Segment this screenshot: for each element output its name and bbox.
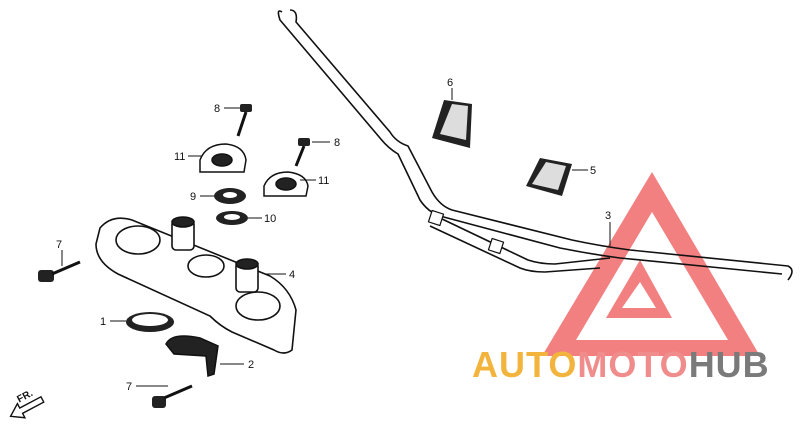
front-direction-arrow: FR. [9, 388, 45, 419]
watermark-part-auto: AUTO [472, 344, 577, 385]
bolt-8-left [236, 104, 252, 137]
callout-8-right: 8 [334, 137, 340, 149]
callout-1: 1 [100, 316, 106, 328]
handlebar [277, 9, 793, 281]
callout-7-upper: 7 [56, 239, 62, 251]
callout-11-left: 11 [174, 151, 185, 163]
svg-text:AUTOMOTOHUB: AUTOMOTOHUB [472, 344, 770, 385]
ring-1 [126, 312, 174, 332]
washer-10 [216, 211, 248, 225]
decal-5 [526, 158, 572, 196]
callout-6: 6 [447, 77, 453, 89]
watermark-logo-text: AUTOMOTOHUB [472, 344, 770, 385]
top-bridge [95, 216, 297, 354]
bolt-7-lower [152, 384, 193, 408]
nut-9 [214, 188, 246, 204]
watermark-part-hub: HUB [689, 344, 770, 385]
decal-6 [432, 100, 472, 148]
callout-5: 5 [590, 165, 596, 177]
callout-9: 9 [190, 191, 196, 203]
leader-lines [61, 88, 611, 387]
watermark-part-moto: MOTO [577, 344, 688, 385]
upper-holder-right [263, 171, 309, 197]
callout-3: 3 [605, 210, 611, 222]
bolt-8-right [294, 138, 310, 167]
callout-7-lower: 7 [126, 381, 132, 393]
upper-holder-left [199, 143, 247, 173]
watermark-logo-triangle [542, 172, 760, 356]
callout-10: 10 [264, 213, 276, 225]
bolt-7-upper [38, 260, 81, 282]
callout-8-left: 8 [214, 103, 220, 115]
callout-4: 4 [289, 269, 295, 281]
callout-11-right: 11 [318, 175, 329, 187]
callout-2: 2 [248, 359, 254, 371]
bracket-2 [165, 335, 219, 378]
